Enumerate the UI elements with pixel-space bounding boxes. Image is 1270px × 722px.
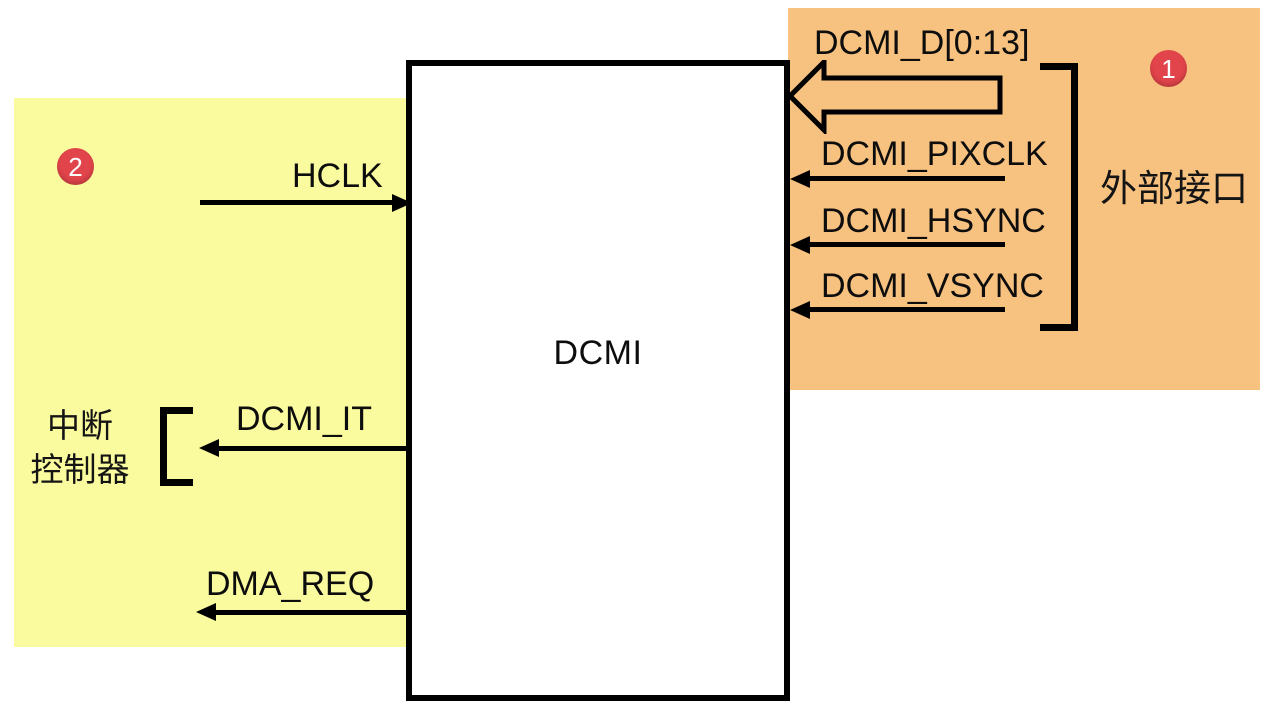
dcmi-block xyxy=(406,60,790,701)
signal-label-dcmi-hsync: DCMI_HSYNC xyxy=(821,202,1046,240)
bus-arrow-outline xyxy=(786,60,1003,134)
external-signals-bracket xyxy=(1040,63,1078,331)
arrowhead-pixclk-icon xyxy=(790,170,810,188)
arrowhead-hclk-icon xyxy=(392,194,412,212)
marker-2-number: 2 xyxy=(68,151,83,182)
marker-badge-1: 1 xyxy=(1150,50,1187,87)
arrow-line-dcmi-it xyxy=(217,446,406,451)
arrowhead-dma-req-icon xyxy=(196,603,216,621)
signal-label-dcmi-d: DCMI_D[0:13] xyxy=(814,24,1030,62)
signal-label-dcmi-pixclk: DCMI_PIXCLK xyxy=(821,135,1048,173)
bus-arrow-dcmi-d xyxy=(786,60,1003,134)
arrowhead-vsync-icon xyxy=(790,301,810,319)
system-side-region xyxy=(14,98,406,647)
dcmi-block-label: DCMI xyxy=(553,334,643,372)
interrupt-controller-label: 中断 控制器 xyxy=(16,404,144,492)
signal-label-dcmi-it: DCMI_IT xyxy=(236,400,372,438)
arrow-line-hclk xyxy=(200,200,394,205)
arrow-line-pixclk xyxy=(808,176,1005,181)
interrupt-controller-label-line1: 中断 xyxy=(47,406,113,445)
signal-label-hclk: HCLK xyxy=(292,157,383,195)
interrupt-controller-bracket xyxy=(160,407,193,486)
arrow-line-hsync xyxy=(808,242,1005,247)
signal-label-dma-req: DMA_REQ xyxy=(206,565,375,603)
arrow-line-vsync xyxy=(808,307,1005,312)
marker-1-number: 1 xyxy=(1161,53,1176,84)
arrowhead-hsync-icon xyxy=(790,236,810,254)
arrowhead-dcmi-it-icon xyxy=(199,439,219,457)
arrow-line-dma-req xyxy=(214,610,406,615)
external-interface-label: 外部接口 xyxy=(1100,167,1248,210)
signal-label-dcmi-vsync: DCMI_VSYNC xyxy=(821,267,1044,305)
interrupt-controller-label-line2: 控制器 xyxy=(30,450,130,489)
marker-badge-2: 2 xyxy=(57,148,94,185)
